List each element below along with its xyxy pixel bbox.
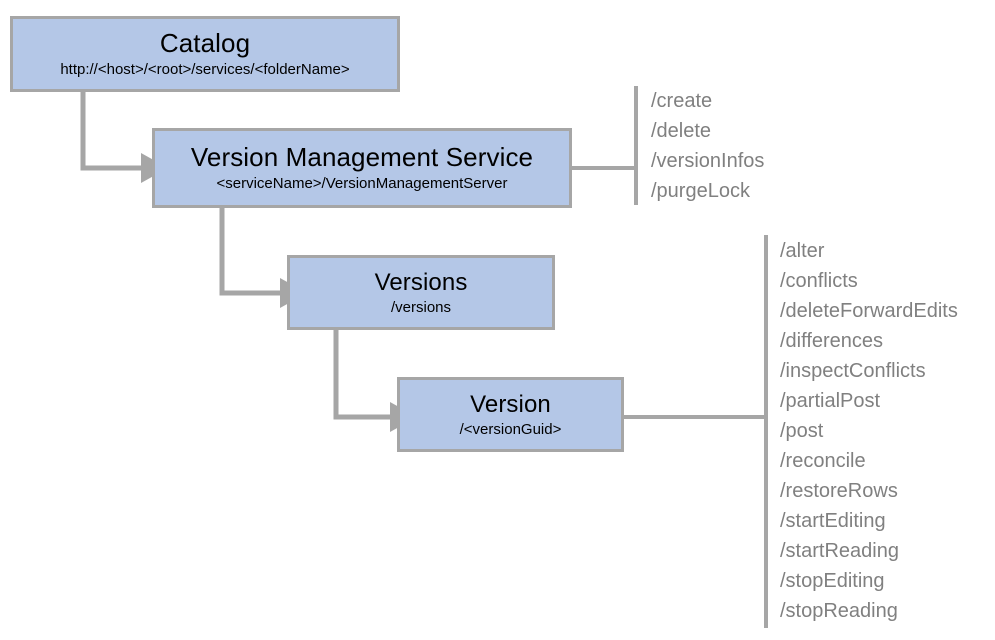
operation-item[interactable]: /versionInfos: [651, 150, 765, 172]
operation-item[interactable]: /inspectConflicts: [780, 360, 926, 382]
operation-item[interactable]: /startEditing: [780, 510, 886, 532]
node-versions-subtitle: /versions: [390, 298, 452, 316]
node-catalog[interactable]: Catalog http://<host>/<root>/services/<f…: [10, 16, 400, 92]
operation-item[interactable]: /conflicts: [780, 270, 858, 292]
operation-item[interactable]: /stopReading: [780, 600, 898, 622]
operation-item[interactable]: /startReading: [780, 540, 899, 562]
node-version-subtitle: /<versionGuid>: [459, 420, 562, 438]
operations-list-version: /alter /conflicts /deleteForwardEdits /d…: [780, 236, 958, 626]
operation-item[interactable]: /post: [780, 420, 824, 442]
node-version-management-service-subtitle: <serviceName>/VersionManagementServer: [216, 175, 508, 193]
node-version-management-service[interactable]: Version Management Service <serviceName>…: [152, 128, 572, 208]
node-version-title: Version: [470, 390, 551, 418]
connector-versions-to-version: [333, 330, 417, 432]
node-versions[interactable]: Versions /versions: [287, 255, 555, 330]
connector-catalog-to-service: [80, 91, 168, 183]
operation-item[interactable]: /reconcile: [780, 450, 866, 472]
operation-item[interactable]: /partialPost: [780, 390, 881, 412]
connector-version-operations-bracket: [624, 235, 768, 628]
operation-item[interactable]: /differences: [780, 330, 884, 352]
operation-item[interactable]: /create: [651, 90, 713, 112]
connector-service-operations-bracket: [572, 86, 638, 205]
connector-service-to-versions: [219, 208, 307, 308]
operation-item[interactable]: /deleteForwardEdits: [780, 300, 958, 322]
node-version-management-service-title: Version Management Service: [190, 141, 534, 172]
operation-item[interactable]: /restoreRows: [780, 480, 898, 502]
node-catalog-subtitle: http://<host>/<root>/services/<folderNam…: [60, 61, 350, 79]
node-versions-title: Versions: [374, 268, 468, 296]
operation-item[interactable]: /delete: [651, 120, 712, 142]
node-catalog-title: Catalog: [159, 27, 251, 58]
operation-item[interactable]: /alter: [780, 240, 825, 262]
node-version[interactable]: Version /<versionGuid>: [397, 377, 624, 452]
operation-item[interactable]: /purgeLock: [651, 180, 750, 202]
operations-list-service: /create /delete /versionInfos /purgeLock: [651, 86, 764, 206]
operation-item[interactable]: /stopEditing: [780, 570, 885, 592]
